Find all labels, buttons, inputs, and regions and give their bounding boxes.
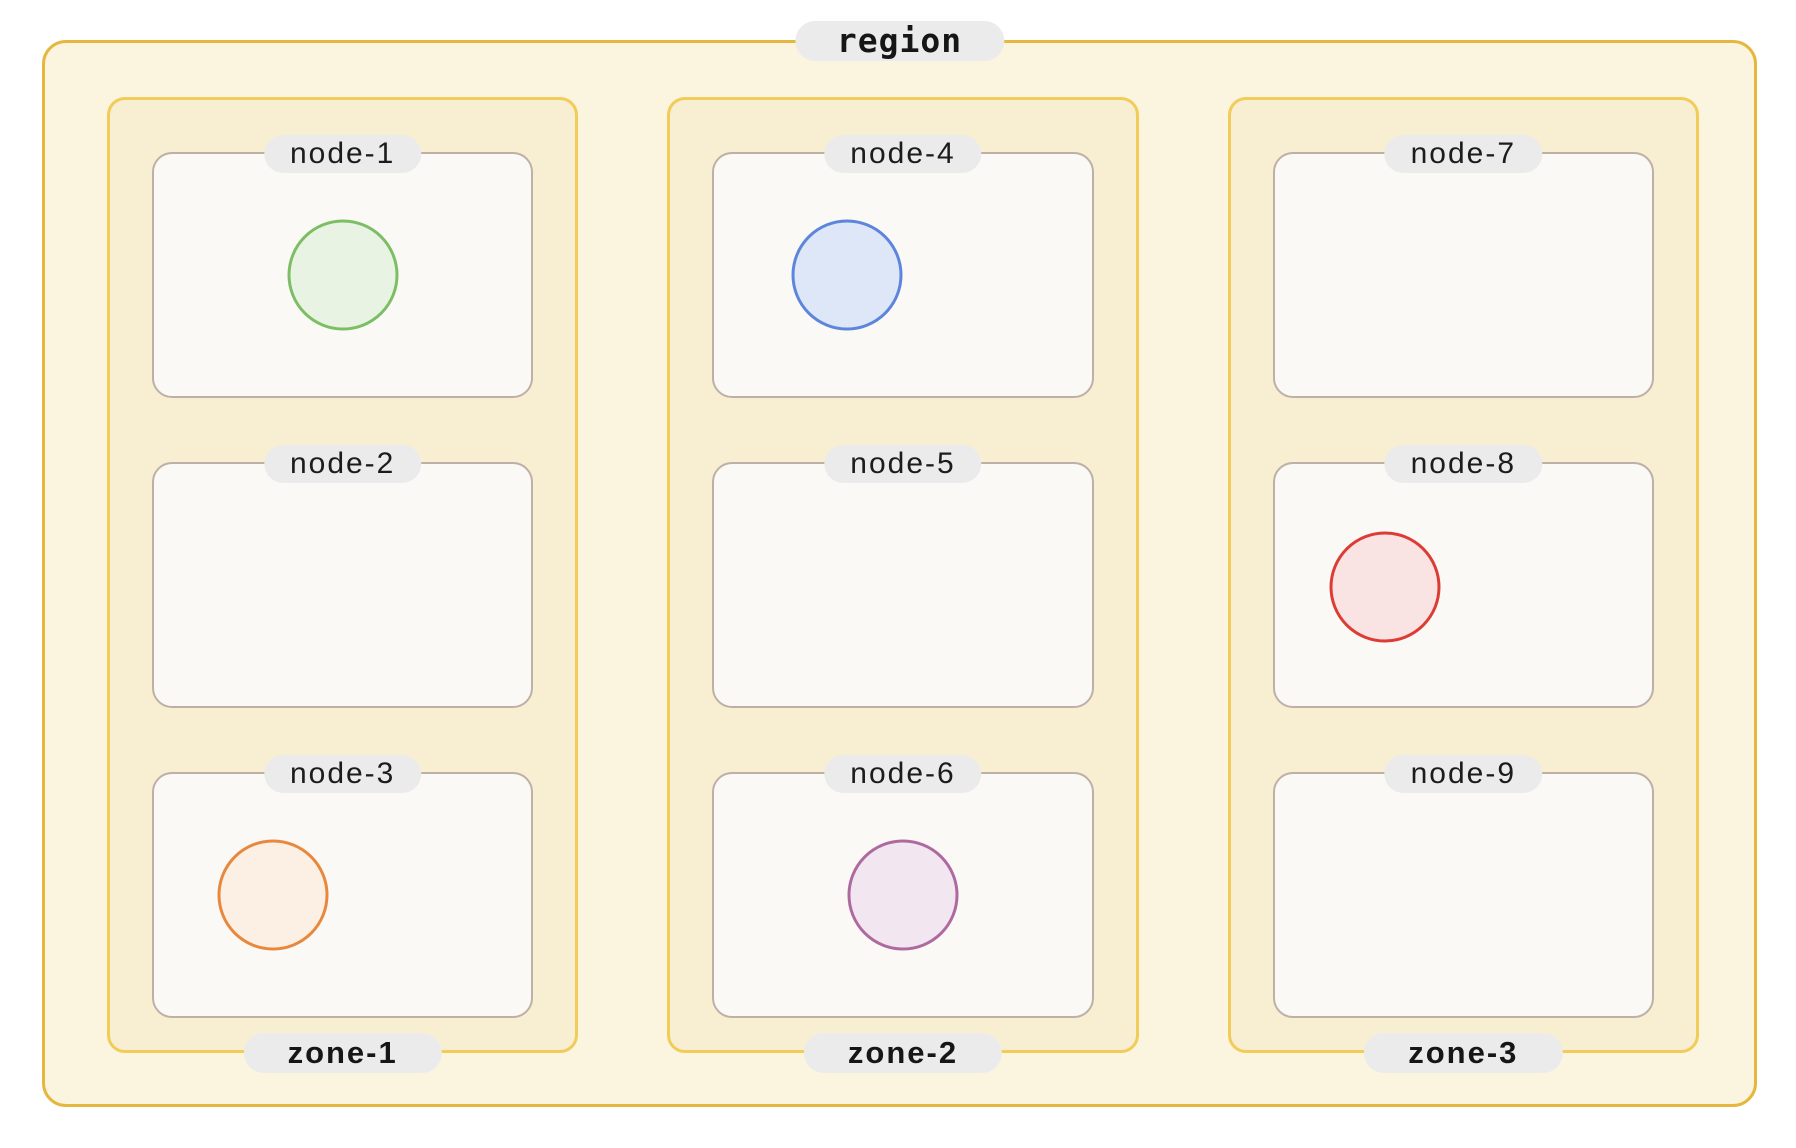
node-4-status-circle [791,219,903,331]
zone-3-label: zone-3 [1364,1033,1563,1073]
zone-1-label: zone-1 [243,1033,442,1073]
node-2-card: node-2 [152,445,534,708]
zone-2-container: node-4 node-5 node-6 zone-2 [667,97,1139,1073]
node-3-status-circle [217,839,329,951]
node-4-card: node-4 [712,135,1094,398]
region-container: region node-1 node-2 node-3 zone-1 node-… [42,21,1757,1107]
node-7-card: node-7 [1272,135,1654,398]
node-8-card: node-8 [1272,445,1654,708]
node-1-status-circle [287,219,399,331]
node-9-label: node-9 [1384,755,1543,793]
node-6-card: node-6 [712,755,1094,1018]
node-1-label: node-1 [263,135,422,173]
node-5-label: node-5 [824,445,982,483]
region-label: region [794,21,1005,61]
zone-2-label: zone-2 [803,1033,1003,1073]
node-3-label: node-3 [263,755,422,793]
node-9-card: node-9 [1272,755,1654,1018]
node-2-label: node-2 [263,445,422,483]
zone-3-container: node-7 node-8 node-9 zone-3 [1227,97,1699,1073]
node-4-label: node-4 [824,135,982,173]
node-6-status-circle [847,839,959,951]
node-1-card: node-1 [152,135,534,398]
node-8-status-circle [1329,531,1441,643]
node-8-label: node-8 [1384,445,1543,483]
node-6-label: node-6 [824,755,982,793]
node-7-label: node-7 [1384,135,1543,173]
zone-1-container: node-1 node-2 node-3 zone-1 [107,97,579,1073]
node-3-card: node-3 [152,755,534,1018]
node-5-card: node-5 [712,445,1094,708]
